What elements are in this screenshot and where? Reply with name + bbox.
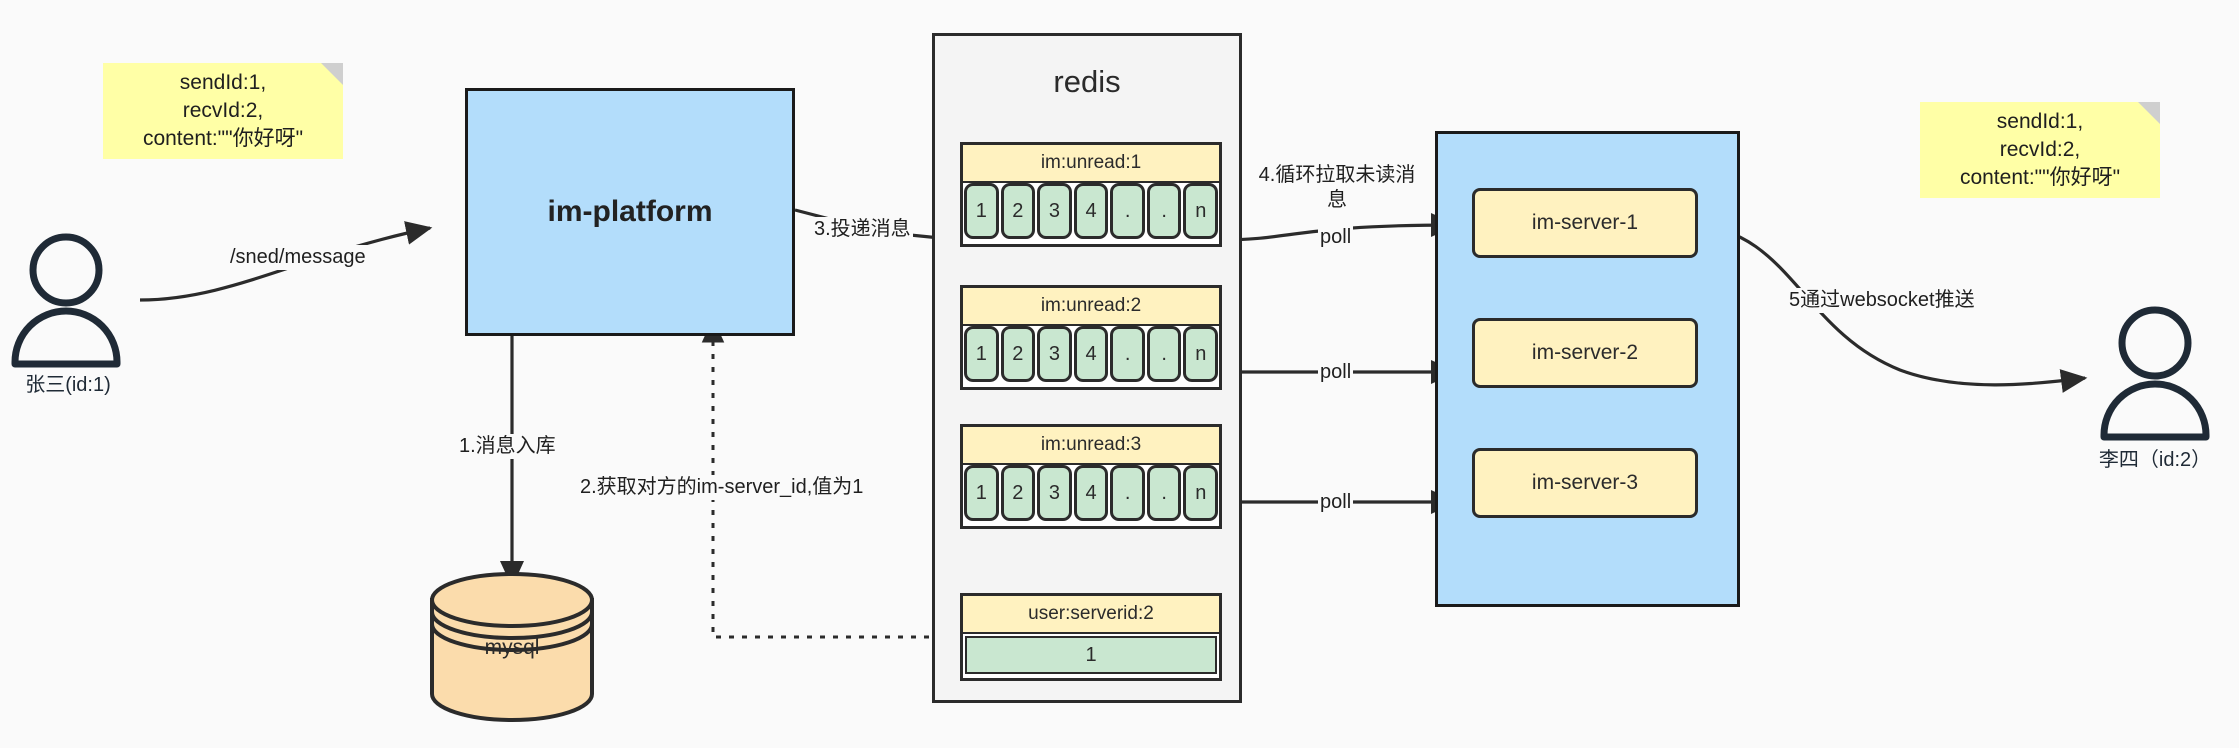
redis-key-group-1[interactable]: im:unread:2 1 2 3 4 . . n	[960, 285, 1222, 390]
edge-label-step1: 1.消息入库	[457, 434, 558, 459]
edge-label-step4: 4.循环拉取未读消 息	[1255, 163, 1419, 213]
redis-cell[interactable]: .	[1146, 326, 1182, 382]
edge-label-send-message: /sned/message	[228, 245, 368, 270]
note-right-text: sendId:1, recvId:2, content:""你好呀"	[1959, 110, 2121, 189]
mysql-node[interactable]: mysql	[432, 574, 592, 720]
edge-label-poll-3: poll	[1318, 490, 1354, 515]
redis-title: redis	[1053, 64, 1121, 99]
redis-cell[interactable]: 1	[964, 465, 999, 521]
edge-label-step5: 5通过websocket推送	[1787, 288, 1977, 313]
edge-label-poll-2: poll	[1318, 360, 1354, 385]
edge-label-poll-1: poll	[1318, 225, 1354, 250]
redis-cell[interactable]: .	[1146, 465, 1182, 521]
redis-cell[interactable]: 3	[1037, 183, 1072, 239]
redis-cell[interactable]: 2	[1000, 465, 1036, 521]
redis-kv-group[interactable]: user:serverid:2 1	[960, 593, 1222, 681]
redis-cell[interactable]: 4	[1073, 183, 1109, 239]
redis-cell-row: 1 2 3 4 . . n	[963, 183, 1219, 239]
note-fold-icon	[321, 63, 343, 85]
redis-cell[interactable]: 3	[1037, 326, 1072, 382]
redis-cell[interactable]: n	[1183, 326, 1219, 382]
im-server-1-box[interactable]: im-server-1	[1472, 188, 1698, 258]
redis-cell[interactable]: n	[1183, 465, 1219, 521]
redis-key-name: im:unread:1	[963, 145, 1219, 183]
redis-key-group-0[interactable]: im:unread:1 1 2 3 4 . . n	[960, 142, 1222, 247]
redis-cell[interactable]: .	[1110, 465, 1145, 521]
redis-cell[interactable]: .	[1110, 183, 1145, 239]
redis-cell[interactable]: 4	[1073, 465, 1109, 521]
edge-label-step3: 3.投递消息	[812, 217, 913, 242]
redis-cell[interactable]: .	[1146, 183, 1182, 239]
redis-cell[interactable]: n	[1183, 183, 1219, 239]
note-left-text: sendId:1, recvId:2, content:""你好呀"	[142, 71, 304, 150]
redis-cell-row: 1 2 3 4 . . n	[963, 326, 1219, 382]
redis-kv-value[interactable]: 1	[965, 636, 1217, 674]
redis-cell[interactable]: 1	[964, 183, 999, 239]
redis-cell[interactable]: 2	[1000, 326, 1036, 382]
note-left: sendId:1, recvId:2, content:""你好呀"	[103, 63, 343, 159]
redis-key-name: im:unread:2	[963, 288, 1219, 326]
receiver-actor-glyph	[2100, 306, 2210, 441]
redis-cell[interactable]: .	[1110, 326, 1145, 382]
redis-cell[interactable]: 3	[1037, 465, 1072, 521]
redis-cell[interactable]: 2	[1000, 183, 1036, 239]
im-platform-box[interactable]: im-platform	[465, 88, 795, 336]
im-server-2-box[interactable]: im-server-2	[1472, 318, 1698, 388]
sender-caption: 张三(id:1)	[25, 374, 111, 396]
note-fold-icon	[2138, 102, 2160, 124]
sender-actor-glyph	[11, 233, 121, 368]
edge-label-step2: 2.获取对方的im-server_id,值为1	[578, 475, 866, 500]
receiver-caption: 李四（id:2）	[2098, 449, 2212, 471]
redis-cell-row: 1 2 3 4 . . n	[963, 465, 1219, 521]
redis-cell[interactable]: 4	[1073, 326, 1109, 382]
im-server-3-box[interactable]: im-server-3	[1472, 448, 1698, 518]
redis-key-group-2[interactable]: im:unread:3 1 2 3 4 . . n	[960, 424, 1222, 529]
redis-kv-name: user:serverid:2	[963, 596, 1219, 634]
redis-cell[interactable]: 1	[964, 326, 999, 382]
mysql-label: mysql	[484, 636, 540, 659]
note-right: sendId:1, recvId:2, content:""你好呀"	[1920, 102, 2160, 198]
redis-key-name: im:unread:3	[963, 427, 1219, 465]
im-platform-label: im-platform	[547, 195, 713, 228]
